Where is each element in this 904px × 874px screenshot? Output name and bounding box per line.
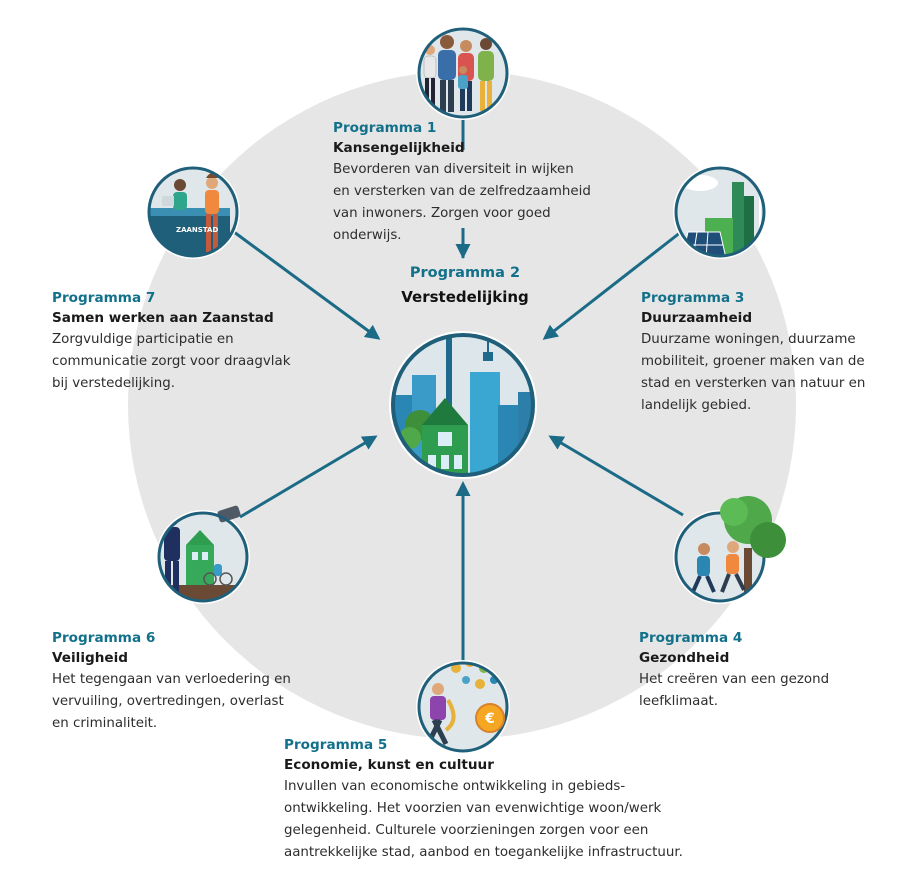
arrow-p6 bbox=[239, 435, 378, 519]
center-title: Verstedelijking bbox=[401, 288, 529, 306]
program-4-number: Programma 4 bbox=[639, 630, 743, 646]
program-7-description: Zorgvuldige participatie en communicatie… bbox=[52, 332, 291, 391]
arrow-p4 bbox=[548, 435, 684, 517]
p1-illustration bbox=[416, 26, 510, 120]
program-4-title: Gezondheid bbox=[639, 650, 730, 666]
program-3-description: Duurzame woningen, duurzame mobiliteit, … bbox=[641, 332, 866, 413]
program-3-number: Programma 3 bbox=[641, 290, 745, 306]
arrow-gap bbox=[455, 123, 471, 228]
arrow-p7 bbox=[233, 230, 381, 340]
program-6-title: Veiligheid bbox=[52, 650, 128, 666]
p4-illustration bbox=[673, 496, 786, 604]
program-7: Programma 7 Samen werken aan Zaanstad Zo… bbox=[52, 288, 312, 395]
center-label: Programma 2 Verstedelijking bbox=[380, 262, 550, 310]
program-1-title: Kansengelijkheid bbox=[333, 140, 465, 156]
program-1: Programma 1 Kansengelijkheid Bevorderen … bbox=[333, 118, 623, 247]
program-7-title: Samen werken aan Zaanstad bbox=[52, 310, 274, 326]
program-6-description: Het tegengaan van verloedering en vervui… bbox=[52, 672, 291, 731]
euro-coin-icon bbox=[475, 703, 505, 733]
program-4-description: Het creëren van een gezond leefklimaat. bbox=[639, 672, 830, 709]
p3-illustration bbox=[673, 165, 767, 259]
program-4: Programma 4 Gezondheid Het creëren van e… bbox=[639, 628, 889, 713]
program-6-number: Programma 6 bbox=[52, 630, 156, 646]
program-5-description: Invullen van economische ontwikkeling in… bbox=[284, 779, 683, 860]
program-5-number: Programma 5 bbox=[284, 737, 388, 753]
program-1-number: Programma 1 bbox=[333, 120, 437, 136]
program-3: Programma 3 Duurzaamheid Duurzame woning… bbox=[641, 288, 891, 417]
p5-illustration: € bbox=[416, 660, 510, 754]
program-6: Programma 6 Veiligheid Het tegengaan van… bbox=[52, 628, 312, 735]
p5-coin-symbol: € bbox=[484, 711, 495, 727]
p6-illustration bbox=[156, 505, 250, 604]
program-3-title: Duurzaamheid bbox=[641, 310, 753, 326]
arrow-p3 bbox=[542, 230, 682, 340]
program-7-number: Programma 7 bbox=[52, 290, 156, 306]
center-number: Programma 2 bbox=[409, 265, 521, 281]
p7-sign: ZAANSTAD bbox=[176, 226, 218, 234]
program-5: Programma 5 Economie, kunst en cultuur I… bbox=[284, 735, 714, 864]
program-1-description: Bevorderen van diversiteit in wijken en … bbox=[333, 162, 591, 243]
program-5-title: Economie, kunst en cultuur bbox=[284, 757, 494, 773]
